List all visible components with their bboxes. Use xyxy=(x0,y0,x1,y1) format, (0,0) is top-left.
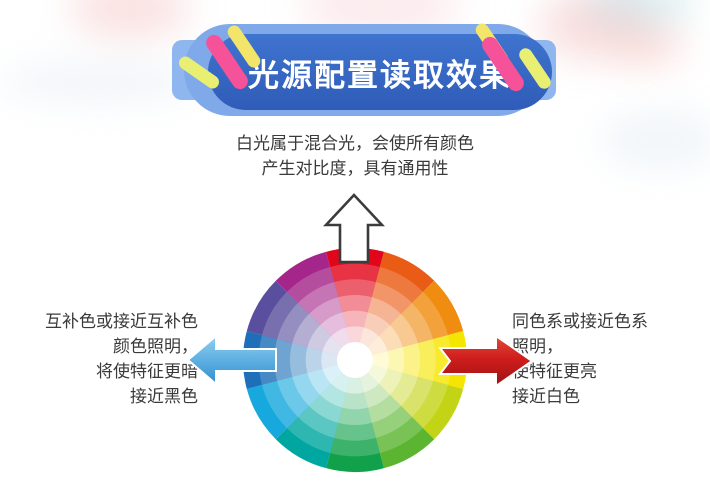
page-title: 光源配置读取效果 xyxy=(248,57,512,93)
background-wash xyxy=(615,20,685,68)
title-banner: 光源配置读取效果 xyxy=(168,20,560,118)
background-wash xyxy=(600,110,710,170)
color-wheel xyxy=(243,248,471,476)
arrow-left-icon xyxy=(186,334,277,386)
annotation-top: 白光属于混合光，会使所有颜色 产生对比度，具有通用性 xyxy=(236,134,474,178)
arrow-right-icon xyxy=(438,334,534,388)
color-wheel-svg xyxy=(243,248,467,472)
annotation-right: 同色系或接近色系 照明， 使特征更亮 接近白色 xyxy=(512,312,648,406)
annotation-left: 互补色或接近互补色 颜色照明， 将使特征更暗 接近黑色 xyxy=(45,312,198,406)
background-wash xyxy=(585,0,695,26)
wheel-center-hub xyxy=(337,342,373,378)
arrow-up-icon xyxy=(323,193,385,264)
